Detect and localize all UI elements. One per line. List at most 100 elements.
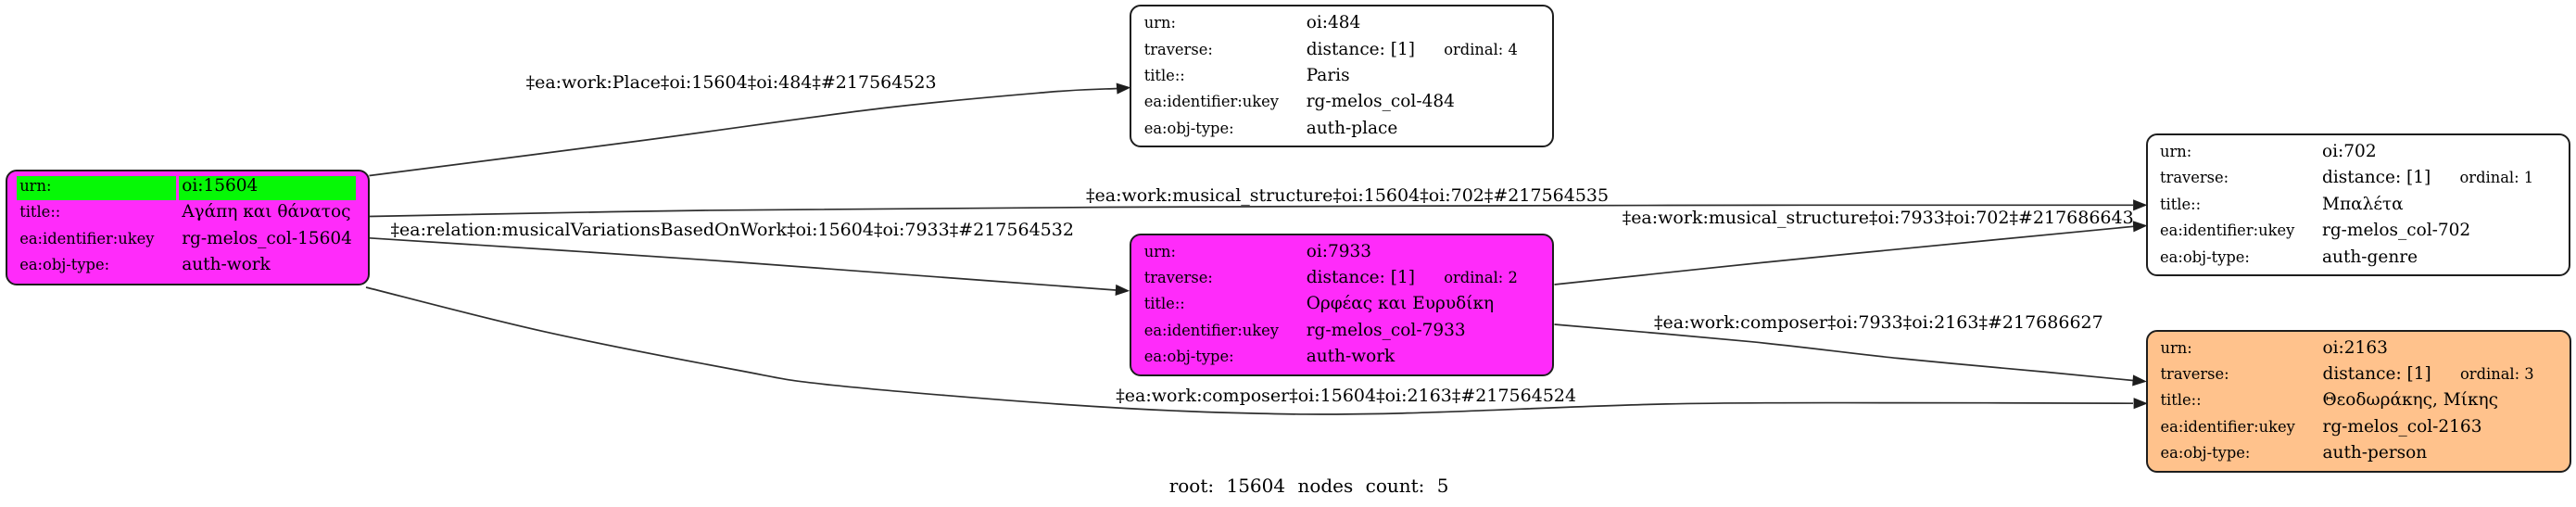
node-row: title::Paris	[1131, 63, 1552, 89]
node-row: title::Ορφέας και Ευρυδίκη	[1131, 291, 1552, 317]
row-value: rg-melos_col-2163	[2322, 416, 2482, 437]
edge-arrowhead-e-place-15604-484	[1116, 82, 1131, 95]
edge-arrowhead-e-musstruct-15604-702	[2133, 199, 2148, 211]
row-value: auth-work	[182, 255, 271, 275]
node-row: traverse: distance: [1] ordinal: 4	[1131, 37, 1552, 63]
row-label: ea:obj-type:	[19, 256, 110, 274]
node-row: title::Θεοδωράκης, Μίκης	[2148, 387, 2570, 413]
node-row: ea:identifier:ukey rg-melos_col-2163	[2148, 414, 2570, 440]
edge-line-e-relation-15604-7933	[369, 236, 1117, 291]
row-label: title::	[1143, 295, 1185, 313]
row-ordinal: ordinal: 4	[1444, 40, 1518, 58]
edge-line-e-composer-7933-2163	[1554, 323, 2134, 382]
row-label: ea:obj-type:	[1143, 119, 1234, 137]
row-value: Ορφέας και Ευρυδίκη	[1306, 294, 1495, 314]
row-value: Θεοδωράκης, Μίκης	[2322, 390, 2498, 411]
edge-line-e-musstruct-15604-702	[369, 204, 2134, 218]
row-value: oi:7933	[1306, 241, 1372, 261]
highlight-rect-label	[17, 176, 177, 201]
row-value: auth-genre	[2322, 247, 2418, 267]
row-value: auth-place	[1306, 118, 1398, 138]
edge-label-e-composer-15604-2163: ‡ea:work:composer‡oi:15604‡oi:2163‡#2175…	[1116, 385, 1577, 406]
row-label: traverse:	[1143, 40, 1213, 58]
edge-arrowhead-e-relation-15604-7933	[1115, 284, 1130, 297]
row-value: distance: [1]	[1306, 268, 1415, 288]
row-label: ea:obj-type:	[1143, 348, 1234, 366]
row-label: title::	[2160, 195, 2202, 213]
node-row: traverse:distance: [1]ordinal: 3	[2148, 361, 2570, 387]
row-label: title::	[1143, 66, 1185, 84]
row-label: title::	[19, 203, 61, 222]
node-row: ea:obj-type: auth-work	[1131, 344, 1552, 370]
row-label: urn:	[2160, 338, 2192, 357]
row-label: ea:identifier:ukey	[19, 229, 155, 247]
graph-node-2163[interactable]: urn: oi:2163 traverse:distance: [1]ordinal…	[2146, 329, 2571, 473]
row-label: ea:obj-type:	[2160, 444, 2251, 463]
row-value: auth-person	[2322, 443, 2428, 463]
row-value: Μπαλέτα	[2322, 194, 2404, 214]
graph-label: root: 15604 nodes count: 5	[1168, 475, 1449, 498]
graph-node-484[interactable]: urn: oi:484 traverse: distance: [1] ordinal:…	[1130, 5, 1554, 148]
node-row: ea:obj-type: auth-place	[1131, 116, 1552, 142]
edge-label-e-musstruct-7933-702: ‡ea:work:musical_structure‡oi:7933‡oi:70…	[1622, 207, 2134, 228]
graph-node-7933[interactable]: urn: oi:7933 traverse: distance: [1] ordinal…	[1130, 233, 1555, 376]
row-label: ea:identifier:ukey	[2160, 222, 2295, 240]
edge-line-e-musstruct-7933-702	[1554, 225, 2134, 285]
edge-arrowhead-e-composer-15604-2163	[2133, 398, 2148, 410]
row-label: ea:identifier:ukey	[2160, 417, 2295, 436]
node-row: ea:identifier:ukey rg-melos_col-702	[2148, 218, 2570, 244]
node-row: ea:obj-type: auth-genre	[2148, 245, 2570, 271]
node-row: traverse: distance: [1] ordinal: 2	[1131, 265, 1552, 291]
row-label: ea:obj-type:	[2160, 247, 2250, 266]
row-value: oi:484	[1306, 13, 1361, 33]
row-label: traverse:	[2160, 169, 2229, 187]
row-value: Paris	[1306, 65, 1350, 85]
edge-label-e-relation-15604-7933: ‡ea:relation:musicalVariationsBasedOnWor…	[390, 219, 1074, 240]
row-value: distance: [1]	[1306, 39, 1415, 59]
row-value: oi:702	[2322, 142, 2377, 162]
row-value: rg-melos_col-484	[1306, 92, 1455, 112]
row-value: rg-melos_col-7933	[1306, 320, 1466, 340]
edge-arrowhead-e-composer-7933-2163	[2132, 374, 2147, 387]
node-row: urn: oi:702	[2148, 139, 2570, 165]
edge-label-e-place-15604-484: ‡ea:work:Place‡oi:15604‡oi:484‡#21756452…	[525, 71, 937, 93]
row-label: ea:identifier:ukey	[1143, 93, 1279, 111]
node-row: ea:obj-type: auth-work	[7, 252, 368, 278]
row-ordinal: ordinal: 1	[2459, 169, 2534, 187]
node-row: title::Μπαλέτα	[2148, 192, 2570, 218]
row-value: oi:2163	[2322, 337, 2388, 358]
row-label: urn:	[1143, 14, 1176, 32]
row-label: urn:	[19, 177, 52, 195]
row-value: auth-work	[1306, 347, 1395, 367]
row-ordinal: ordinal: 2	[1444, 269, 1518, 287]
row-value: distance: [1]	[2322, 168, 2431, 188]
row-label: traverse:	[1143, 269, 1213, 287]
row-label: urn:	[1143, 242, 1176, 260]
row-label: ea:identifier:ukey	[1143, 321, 1279, 339]
row-value: rg-melos_col-702	[2322, 221, 2471, 241]
edge-line-e-composer-15604-2163	[365, 286, 2134, 415]
node-row: ea:identifier:ukey rg-melos_col-484	[1131, 89, 1552, 115]
edge-line-e-place-15604-484	[369, 87, 1118, 177]
node-row: ea:identifier:ukey rg-melos_col-15604	[7, 226, 368, 252]
row-value: rg-melos_col-15604	[182, 228, 352, 248]
node-row: urn: oi:7933	[1131, 239, 1552, 265]
edge-arrowhead-e-musstruct-7933-702	[2132, 221, 2148, 233]
graph-node-702[interactable]: urn: oi:702 traverse: distance: [1] ordinal:…	[2145, 133, 2570, 276]
edge-label-e-composer-7933-2163: ‡ea:work:composer‡oi:7933‡oi:2163‡#21768…	[1654, 312, 2103, 334]
row-ordinal: ordinal: 3	[2460, 364, 2534, 383]
row-label: title::	[2160, 391, 2202, 410]
node-row: traverse: distance: [1] ordinal: 1	[2148, 165, 2570, 191]
edge-label-e-musstruct-15604-702: ‡ea:work:musical_structure‡oi:15604‡oi:7…	[1086, 185, 1610, 207]
node-row: title::Αγάπη και θάνατος	[7, 199, 368, 225]
node-row: ea:obj-type: auth-person	[2148, 440, 2570, 466]
row-label: traverse:	[2160, 364, 2229, 383]
row-value: Αγάπη και θάνατος	[182, 202, 351, 222]
node-row: urn: oi:2163	[2148, 336, 2570, 361]
row-value: oi:15604	[182, 176, 259, 196]
highlight-rect-value	[179, 176, 356, 201]
row-label: urn:	[2160, 143, 2192, 161]
